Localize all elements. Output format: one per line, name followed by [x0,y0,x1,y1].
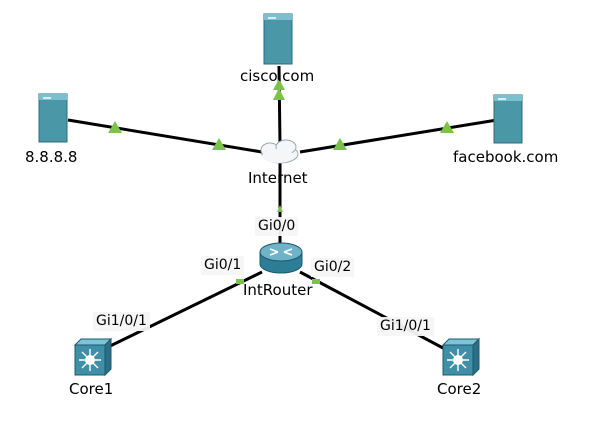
dns-server-label: 8.8.8.8 [25,148,78,166]
server-icon[interactable] [263,13,293,65]
link-internet-facebook[interactable] [299,118,498,154]
status-up-triangle [277,205,283,212]
status-up-triangle [108,121,122,133]
status-up-triangle [273,79,285,90]
link-router-core2[interactable] [299,270,444,350]
status-up-triangle [333,138,347,150]
links [67,65,498,350]
router-icon[interactable] [259,242,303,274]
server-icon[interactable] [38,93,68,143]
core2-label: Core2 [437,380,482,398]
status-up-dot [236,279,244,284]
port-label-gi02: Gi0/2 [311,258,355,277]
core1-label: Core1 [69,380,114,398]
status-up-dot [312,279,320,284]
server-icon[interactable] [493,94,523,144]
internet-cloud-label: Internet [248,169,308,187]
cisco-server-label: cisco.com [240,67,315,85]
multilayer-switch-icon[interactable] [441,337,481,377]
link-internet-cisco[interactable] [277,65,282,146]
status-up-triangle [440,121,454,133]
link-status-indicators [108,79,454,284]
multilayer-switch-icon[interactable] [73,337,113,377]
port-label-core2-gi101: Gi1/0/1 [377,317,434,336]
status-up-triangle [212,138,226,150]
port-label-core1-gi101: Gi1/0/1 [93,312,150,331]
facebook-server-label: facebook.com [453,148,559,166]
cloud-icon[interactable] [260,139,299,164]
link-internet-dns[interactable] [67,118,263,154]
status-up-triangle [273,88,285,100]
router-label: IntRouter [243,281,313,299]
port-label-gi01: Gi0/1 [201,256,245,275]
port-label-gi00: Gi0/0 [255,217,299,236]
link-router-core1[interactable] [105,270,263,350]
